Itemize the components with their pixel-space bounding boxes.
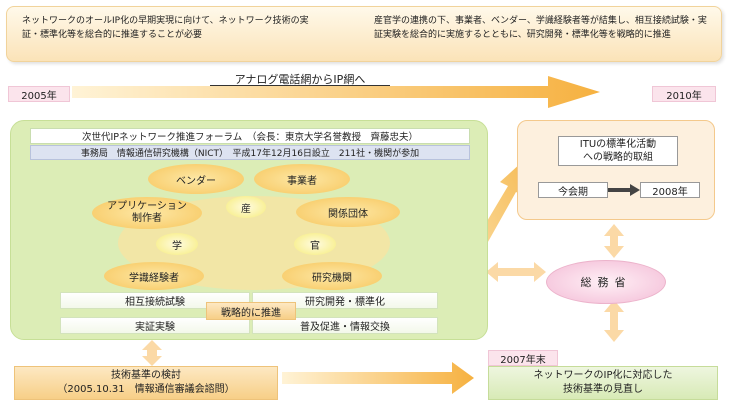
tech-review-box: 技術基準の検討 （2005.10.31 情報通信審議会諮問） (14, 366, 278, 400)
forum-subtitle: 事務局 情報通信研究機構（NICT） 平成17年12月16日設立 211社・機関… (30, 145, 470, 160)
current-to-2008-arrow-icon (608, 184, 640, 196)
itu-title: ITUの標準化活動 への戦略的取組 (558, 136, 678, 166)
ministry-network-double-arrow (604, 300, 624, 342)
timeline-label: アナログ電話網からIP網へ (210, 72, 390, 86)
app-creator-oval: アプリケーション 制作者 (92, 197, 202, 229)
forum-title: 次世代IPネットワーク推進フォーラム （会長：東京大学名誉教授 齊藤忠夫） (30, 128, 470, 144)
bottom-arrow (282, 362, 474, 394)
vendor-oval: ベンダー (148, 164, 244, 194)
network-review-box: ネットワークのIP化に対応した 技術基準の見直し (488, 366, 718, 400)
rd-standard-box: 研究開発・標準化 (252, 292, 438, 309)
promotion-box: 普及促進・情報交換 (252, 317, 438, 334)
government-node: 官 (294, 233, 336, 255)
interop-test-box: 相互接続試験 (60, 292, 250, 309)
strategic-promotion-box: 戦略的に推進 (206, 302, 296, 320)
tech-review-line1: 技術基準の検討 (111, 370, 181, 381)
itu-ministry-double-arrow (604, 224, 624, 258)
demo-test-box: 実証実験 (60, 317, 250, 334)
timeline-arrow (72, 76, 600, 108)
end-2007-label: 2007年末 (488, 350, 558, 366)
industry-node: 産 (226, 196, 266, 218)
top-right-text: 産官学の連携の下、事業者、ベンダー、学識経験者等が結集し、相互接続試験・実証実験… (374, 16, 707, 40)
forum-techreview-double-arrow (142, 340, 162, 366)
tech-review-line2: （2005.10.31 情報通信審議会諮問） (57, 384, 235, 395)
itu-2008-label: 2008年 (640, 182, 700, 198)
related-org-oval: 関係団体 (296, 197, 400, 227)
academia-node: 学 (156, 233, 198, 255)
current-session-label: 今会期 (538, 182, 608, 198)
ministry-oval: 総務省 (546, 260, 666, 304)
end-year-label: 2010年 (652, 86, 716, 102)
itu-panel (517, 120, 715, 220)
start-year-label: 2005年 (8, 86, 70, 102)
academic-expert-oval: 学識経験者 (104, 262, 204, 290)
forum-ministry-double-arrow (486, 262, 546, 282)
research-inst-oval: 研究機関 (282, 262, 382, 290)
top-banner (6, 6, 722, 62)
top-left-text: ネットワークのオールIP化の早期実現に向けて、ネットワーク技術の実証・標準化等を… (22, 16, 309, 40)
operator-oval: 事業者 (254, 164, 350, 194)
